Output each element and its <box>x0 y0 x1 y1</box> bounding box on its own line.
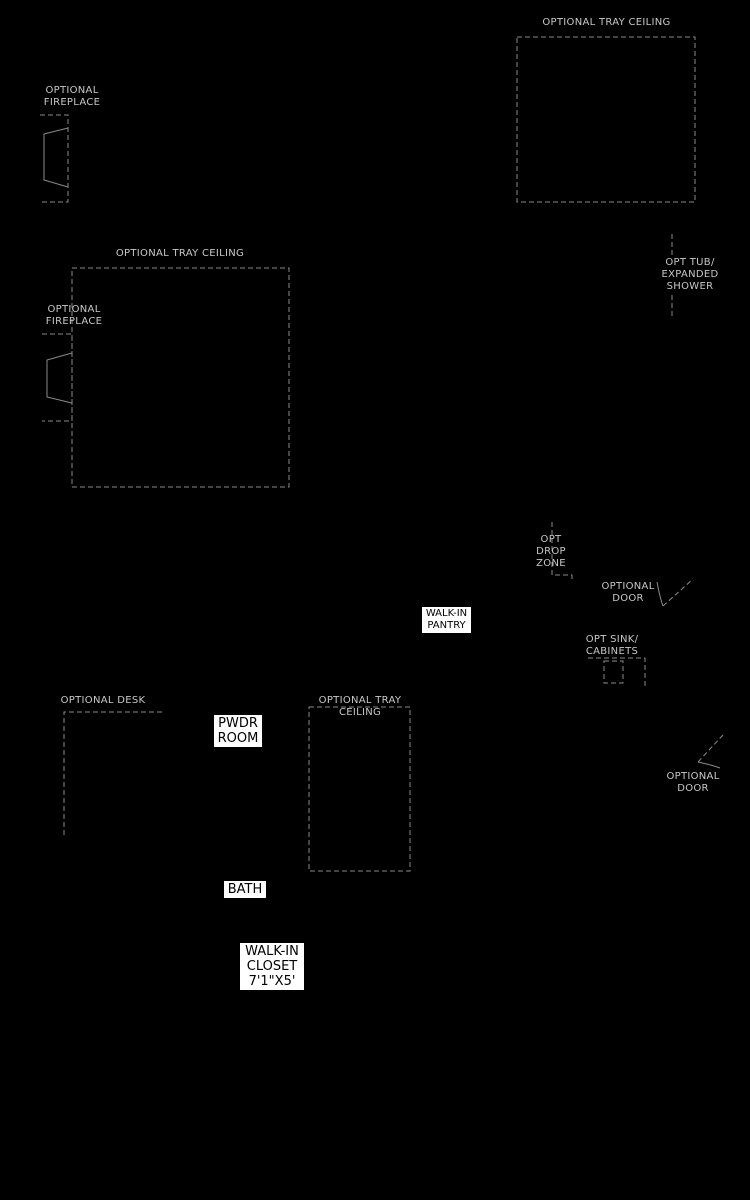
optional-desk-label: OPTIONAL DESK <box>60 695 146 706</box>
drop-zone-label: OPT DROP ZONE <box>536 534 566 569</box>
optional-door-lower-swing <box>697 734 724 763</box>
sink-basin-outline <box>603 660 624 684</box>
sink-cabinets-outline <box>588 657 646 686</box>
optional-door-lower-label: OPTIONAL DOOR <box>666 771 720 794</box>
fireplace-mid-label: OPTIONAL FIREPLACE <box>45 304 103 327</box>
opt-tub-label: OPT TUB/ EXPANDED SHOWER <box>661 257 719 292</box>
fireplace-mid-outline <box>42 333 73 422</box>
walkin-closet-tag: WALK-IN CLOSET 7'1"X5' <box>240 943 304 990</box>
fireplace-top-hearth <box>43 127 69 188</box>
optional-door-lower-arc <box>697 761 721 769</box>
sink-cabinets-label: OPT SINK/ CABINETS <box>585 634 639 657</box>
optional-desk-outline <box>63 711 162 836</box>
fireplace-mid-hearth <box>46 352 73 404</box>
walkin-pantry-tag: WALK-IN PANTRY <box>422 607 471 633</box>
tray-ceiling-mid-label: OPTIONAL TRAY CEILING <box>115 248 245 259</box>
optional-door-upper-swing <box>662 578 694 607</box>
tray-ceiling-top-label: OPTIONAL TRAY CEILING <box>542 17 671 28</box>
tray-ceiling-top-outline <box>516 36 696 203</box>
optional-door-upper-label: OPTIONAL DOOR <box>601 581 655 604</box>
tray-ceiling-mid-outline <box>71 267 290 488</box>
tray-ceiling-low-outline <box>308 706 411 872</box>
fireplace-top-outline <box>40 114 69 203</box>
drop-zone-outline <box>551 522 573 580</box>
optional-door-upper-arc <box>656 581 664 607</box>
bath-tag: BATH <box>224 881 266 898</box>
pwdr-room-tag: PWDR ROOM <box>214 715 262 747</box>
tray-ceiling-low-label: OPTIONAL TRAY CEILING <box>318 695 402 718</box>
fireplace-top-label: OPTIONAL FIREPLACE <box>43 85 101 108</box>
